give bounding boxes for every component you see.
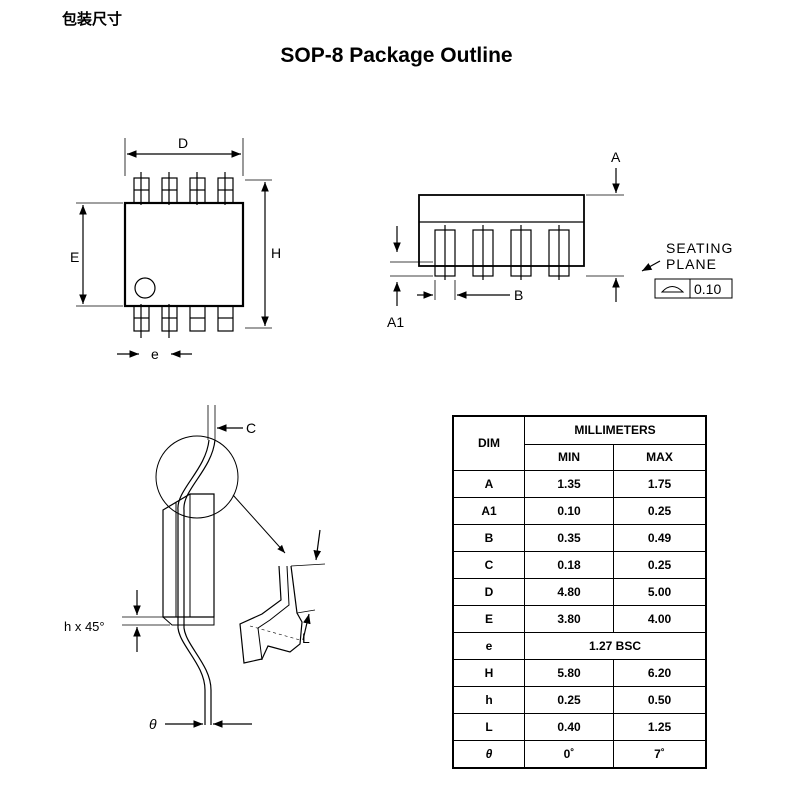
top-view	[76, 138, 272, 358]
row-dim: E	[452, 604, 525, 633]
dim-label-theta: θ	[149, 716, 157, 732]
row-dim: h	[452, 685, 525, 714]
row-dim: C	[452, 550, 525, 579]
row-min: 4.80	[524, 577, 614, 606]
row-max: 4.00	[613, 604, 707, 633]
row-min: 0.25	[524, 685, 614, 714]
dim-label-A: A	[611, 149, 621, 165]
table-row: A1 0.10 0.25	[452, 496, 707, 525]
row-dim: e	[452, 631, 525, 660]
dim-label-h-x-45: h x 45°	[64, 619, 105, 634]
table-row: H 5.80 6.20	[452, 658, 707, 687]
dim-label-E: E	[70, 249, 79, 265]
column-header-min: MIN	[524, 443, 614, 471]
row-max: 0.50	[613, 685, 707, 714]
table-row: B 0.35 0.49	[452, 523, 707, 552]
pin1-marker	[134, 277, 156, 299]
row-max: 0.25	[613, 550, 707, 579]
dim-label-D: D	[178, 135, 188, 151]
flatness-symbol	[660, 286, 685, 293]
row-min: 3.80	[524, 604, 614, 633]
package-body-top	[123, 201, 245, 308]
row-dim: L	[452, 712, 525, 741]
bottom-leads	[133, 304, 234, 338]
row-dim: θ	[452, 739, 525, 769]
row-min: 0.35	[524, 523, 614, 552]
column-header-millimeters: MILLIMETERS	[524, 415, 707, 445]
table-row: θ 0˚ 7˚	[452, 739, 707, 769]
table-row: D 4.80 5.00	[452, 577, 707, 606]
flatness-value: 0.10	[694, 281, 721, 297]
row-max: 1.25	[613, 712, 707, 741]
row-min: 5.80	[524, 658, 614, 687]
row-max: 7˚	[613, 739, 707, 769]
row-max: 5.00	[613, 577, 707, 606]
dim-label-H: H	[271, 245, 281, 261]
dim-label-e: e	[151, 346, 159, 362]
dim-label-B: B	[514, 287, 523, 303]
row-max: 0.25	[613, 496, 707, 525]
table-row: L 0.40 1.25	[452, 712, 707, 741]
table-row: C 0.18 0.25	[452, 550, 707, 579]
enlarged-lead-detail	[239, 565, 303, 664]
row-min: 0˚	[524, 739, 614, 769]
section-label: 包装尺寸	[62, 10, 123, 28]
table-row: e 1.27 BSC	[452, 631, 707, 660]
row-max: 0.49	[613, 523, 707, 552]
column-header-dim: DIM	[452, 415, 525, 471]
package-body-side	[418, 194, 585, 267]
dim-label-L: L	[302, 630, 310, 646]
seating-plane-label-line2: PLANE	[666, 256, 717, 272]
row-dim: A1	[452, 496, 525, 525]
row-min: 0.18	[524, 550, 614, 579]
row-max: 6.20	[613, 658, 707, 687]
detail-circle	[155, 435, 239, 519]
table-row: A 1.35 1.75	[452, 469, 707, 498]
row-bsc: 1.27 BSC	[524, 631, 707, 660]
row-max: 1.75	[613, 469, 707, 498]
row-min: 1.35	[524, 469, 614, 498]
table-row: E 3.80 4.00	[452, 604, 707, 633]
column-header-max: MAX	[613, 443, 707, 471]
dim-label-C: C	[246, 420, 256, 436]
top-leads	[133, 172, 234, 205]
row-min: 0.10	[524, 496, 614, 525]
row-min: 0.40	[524, 712, 614, 741]
row-dim: H	[452, 658, 525, 687]
row-dim: D	[452, 577, 525, 606]
seating-plane-label-line1: SEATING	[666, 240, 733, 256]
row-dim: A	[452, 469, 525, 498]
page-title: SOP-8 Package Outline	[280, 44, 513, 67]
table-row: h 0.25 0.50	[452, 685, 707, 714]
side-view	[390, 168, 733, 306]
flatness-tolerance-box	[654, 278, 733, 299]
lead-detail-view	[122, 405, 326, 728]
dimensions-table: DIM MILLIMETERS MIN MAX A 1.35 1.75 A1 0…	[452, 415, 707, 769]
side-leads	[434, 225, 570, 280]
row-dim: B	[452, 523, 525, 552]
dim-label-A1: A1	[387, 314, 404, 330]
